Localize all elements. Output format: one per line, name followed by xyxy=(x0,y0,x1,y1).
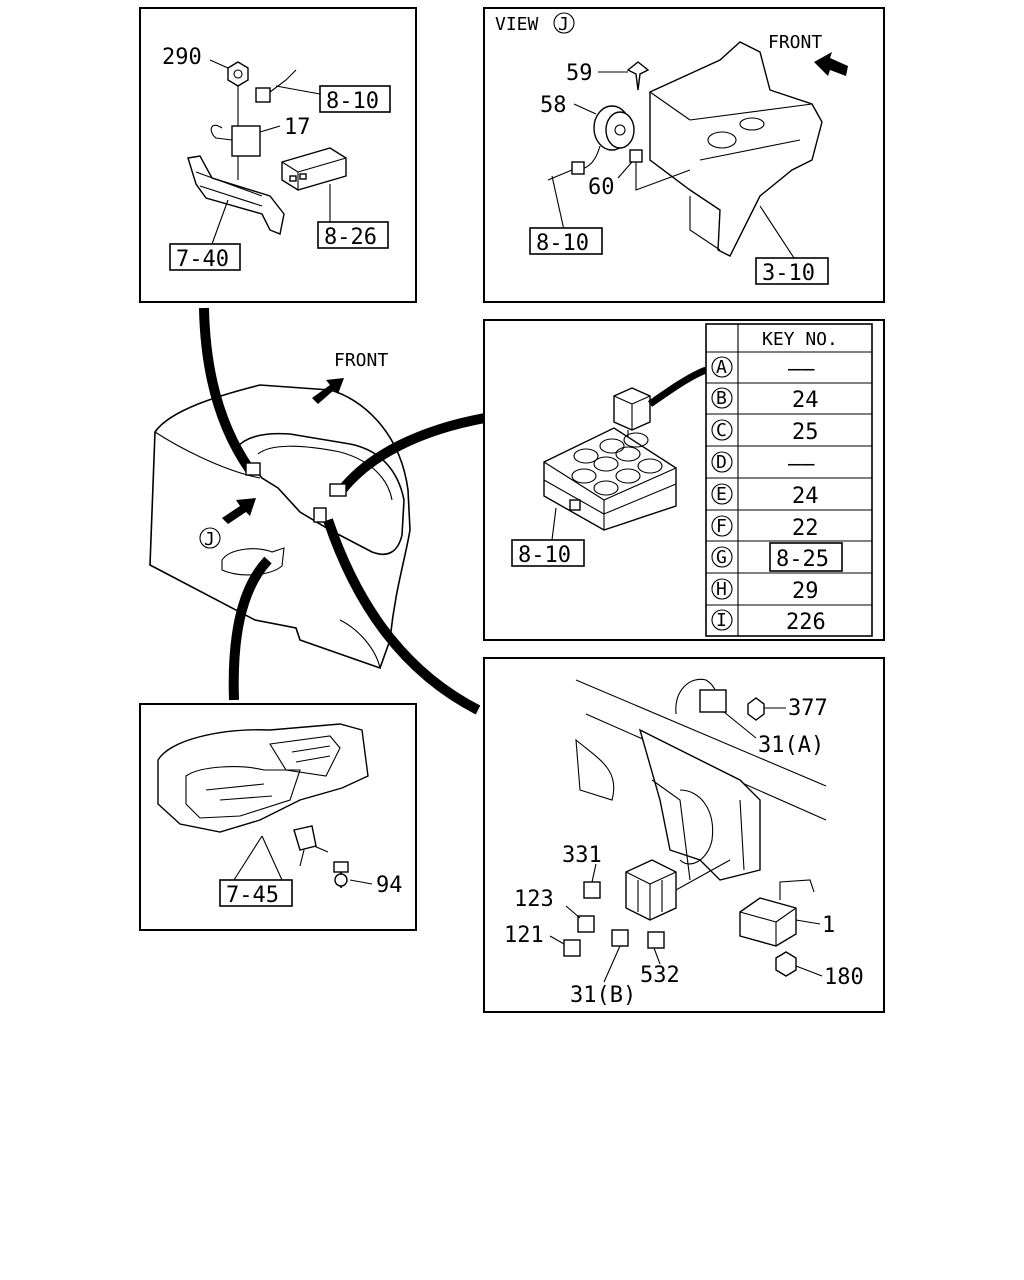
key-letter: B xyxy=(716,388,727,409)
key-value: 24 xyxy=(792,388,819,413)
callout-123: 123 xyxy=(514,887,554,912)
key-table: KEY NO. A —— B 24 C 25 xyxy=(705,323,873,637)
key-row-c: C 25 xyxy=(711,419,819,445)
key-value: 226 xyxy=(786,610,826,635)
main-dashboard-view: FRONT J xyxy=(149,350,411,670)
relay-sockets xyxy=(571,432,663,496)
key-table-header: KEY NO. xyxy=(762,329,838,350)
key-letter: G xyxy=(716,547,727,568)
key-row-h: H 29 xyxy=(711,578,819,604)
key-letter: A xyxy=(716,357,727,378)
callout-180: 180 xyxy=(824,965,864,990)
key-row-b: B 24 xyxy=(711,387,819,413)
key-value: —— xyxy=(788,357,815,382)
key-row-f: F 22 xyxy=(711,515,819,541)
view-j-marker: J xyxy=(204,529,215,550)
callout-377: 377 xyxy=(788,696,828,721)
panel-view-j: VIEW J FRONT 59 58 8-10 60 3-10 xyxy=(483,7,885,303)
key-row-i: I 226 xyxy=(711,609,826,635)
ref-8-10-view-j: 8-10 xyxy=(536,231,589,256)
panel-relay-block: 8-10 KEY NO. A —— B 24 xyxy=(483,319,885,641)
key-letter: D xyxy=(716,452,727,473)
callout-17: 17 xyxy=(284,115,311,140)
callout-532: 532 xyxy=(640,963,680,988)
key-value: 8-25 xyxy=(776,547,829,572)
callout-59: 59 xyxy=(566,61,593,86)
key-letter: E xyxy=(716,484,727,505)
callout-60: 60 xyxy=(588,175,615,200)
callout-31b: 31(B) xyxy=(570,983,636,1008)
key-value: 22 xyxy=(792,516,819,541)
key-row-g: G 8-25 xyxy=(711,542,843,572)
key-value: 25 xyxy=(792,420,819,445)
panel-upper-left: 290 17 8-10 8-26 7-40 xyxy=(139,7,417,303)
view-label: VIEW xyxy=(495,14,539,35)
callout-290: 290 xyxy=(162,45,202,70)
key-value: 24 xyxy=(792,484,819,509)
callout-31a: 31(A) xyxy=(758,733,824,758)
key-letter: F xyxy=(716,516,727,537)
panel-lower-left: 7-45 94 xyxy=(139,703,417,931)
ref-7-40: 7-40 xyxy=(176,247,229,272)
key-row-e: E 24 xyxy=(711,483,819,509)
view-letter: J xyxy=(558,14,569,35)
key-value: 29 xyxy=(792,579,819,604)
ref-8-10-relay-block: 8-10 xyxy=(518,543,571,568)
ref-8-26: 8-26 xyxy=(324,225,377,250)
key-row-d: D —— xyxy=(711,451,815,477)
ref-7-45: 7-45 xyxy=(226,883,279,908)
front-label: FRONT xyxy=(334,350,388,371)
ref-3-10: 3-10 xyxy=(762,261,815,286)
callout-58: 58 xyxy=(540,93,567,118)
callout-121: 121 xyxy=(504,923,544,948)
key-letter: I xyxy=(716,610,727,631)
callout-1: 1 xyxy=(822,913,835,938)
key-value: —— xyxy=(788,452,815,477)
callout-331: 331 xyxy=(562,843,602,868)
panel-lower-right: 377 31(A) 1 180 331 123 121 31(B xyxy=(483,657,885,1013)
ref-8-10-upper-left: 8-10 xyxy=(326,89,379,114)
callout-94: 94 xyxy=(376,873,403,898)
front-label-view-j: FRONT xyxy=(768,32,822,53)
key-letter: C xyxy=(716,420,727,441)
key-row-a: A —— xyxy=(711,356,815,382)
key-letter: H xyxy=(716,579,727,600)
